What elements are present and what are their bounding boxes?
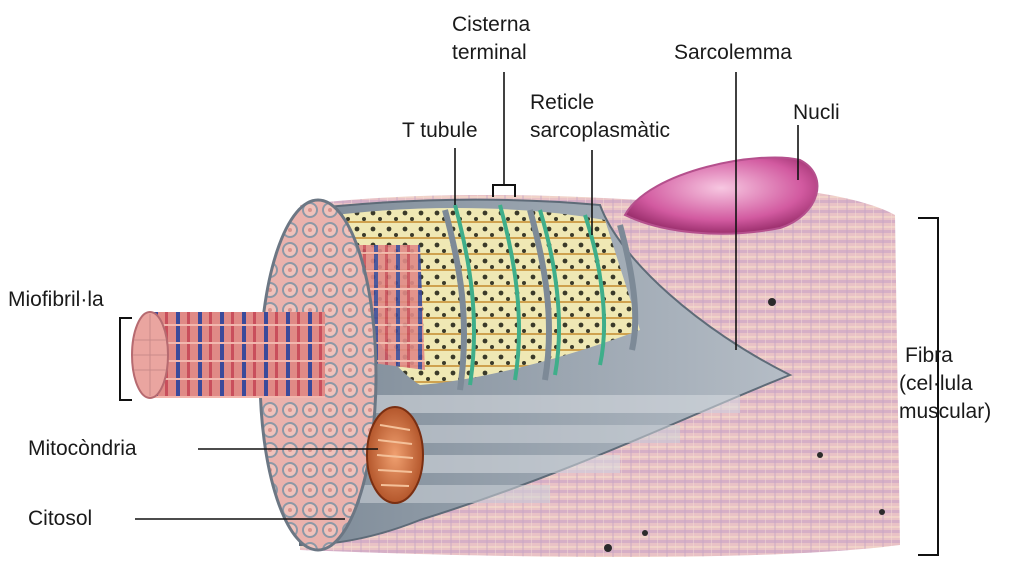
label-citosol: Citosol xyxy=(28,506,92,531)
label-sarcolemma: Sarcolemma xyxy=(674,40,792,65)
protruding-myofibril xyxy=(132,312,325,398)
nucleus-shape xyxy=(625,157,817,233)
myofibril-bracket xyxy=(120,318,132,400)
label-nucli: Nucli xyxy=(793,100,840,125)
label-t-tubule: T tubule xyxy=(402,118,478,143)
label-fibra-1: Fibra xyxy=(905,343,953,368)
label-cisterna-1: Cisterna xyxy=(452,12,530,37)
label-miofibrilla: Miofibril·la xyxy=(8,287,104,312)
label-reticle-2: sarcoplasmàtic xyxy=(530,118,670,143)
mitochondrion xyxy=(367,407,423,503)
label-cisterna-2: terminal xyxy=(452,40,527,65)
label-fibra-3: muscular) xyxy=(899,399,991,424)
label-fibra-2: (cel·lula xyxy=(899,371,973,396)
label-reticle-1: Reticle xyxy=(530,90,594,115)
label-mitocondria: Mitocòndria xyxy=(28,436,137,461)
